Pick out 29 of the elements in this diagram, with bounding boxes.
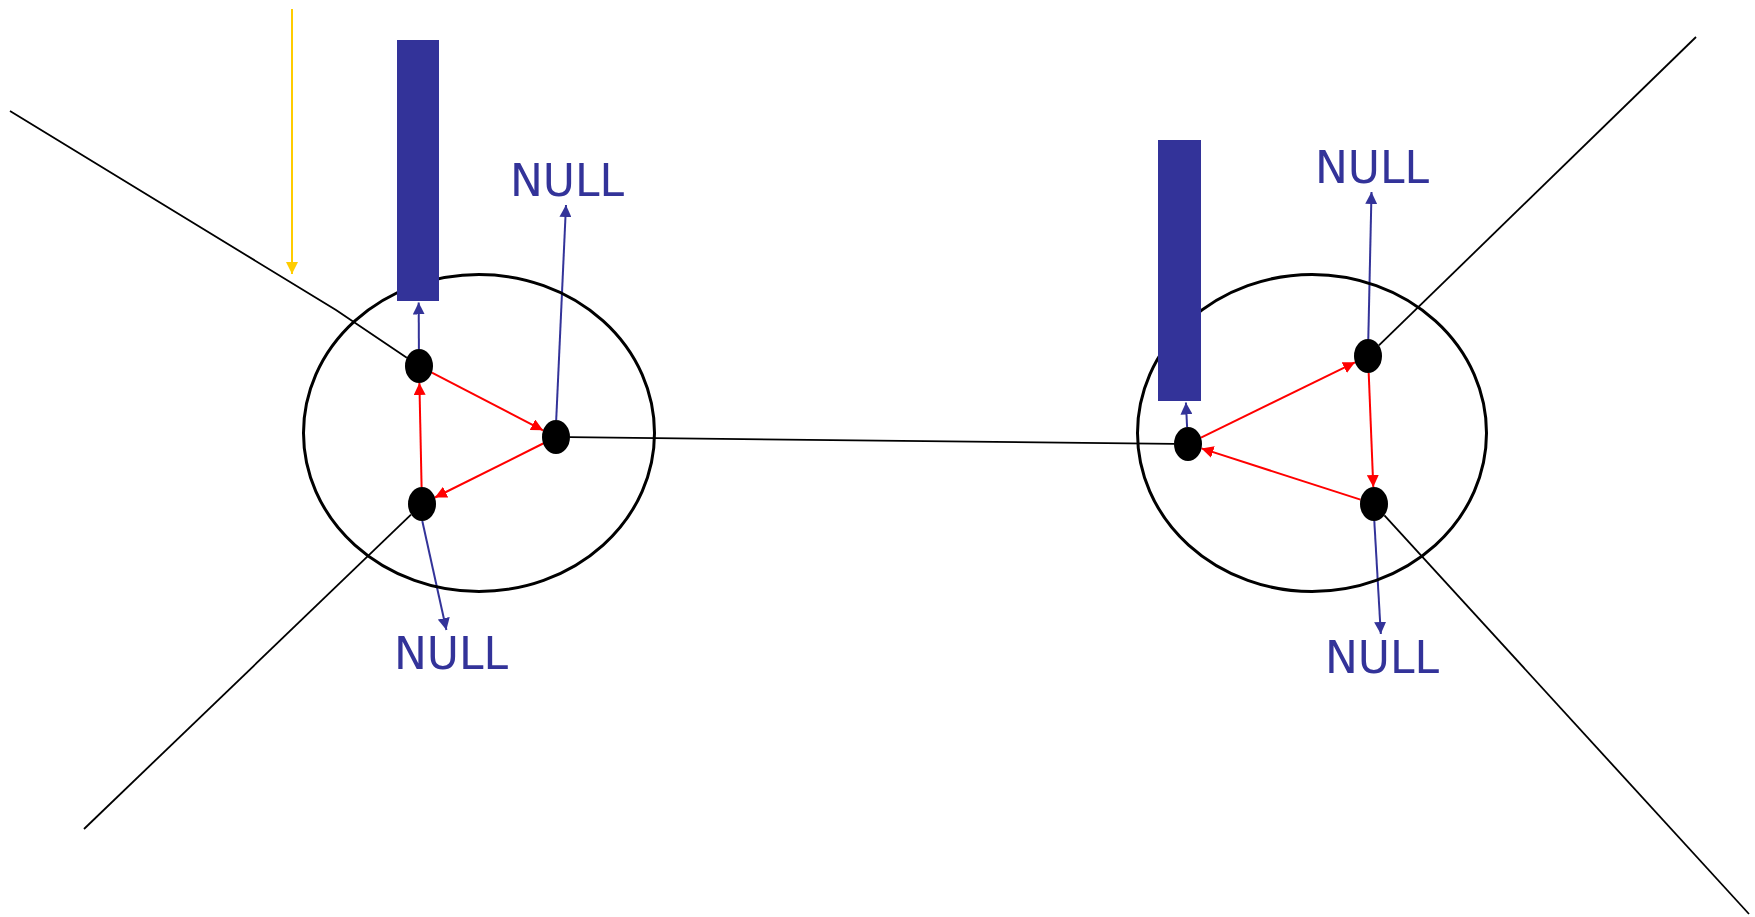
null-label: NULL [393,632,509,676]
connector-line [1378,36,1697,347]
connector-line [569,436,1175,445]
vertex-dot [1360,487,1388,521]
vertical-bar [397,39,439,301]
arrow [1200,446,1362,501]
null-label: NULL [1324,636,1440,680]
connector-line [83,513,412,830]
vertex-dot [408,487,436,521]
arrow [413,382,426,488]
arrow [1180,401,1193,428]
vertex-dot [1354,339,1382,373]
arrow [1365,191,1378,340]
arrow [1373,520,1387,635]
vertex-dot [405,349,433,383]
null-label: NULL [509,159,625,203]
vertex-dot [542,420,570,454]
arrow [412,301,425,350]
arrow [430,371,545,432]
arrow [555,204,572,421]
vertical-bar [1157,139,1201,401]
vertex-dot [1174,427,1202,461]
arrow [1200,361,1356,439]
connector-line [9,110,408,359]
connector-line [1383,514,1750,915]
arrow [1366,372,1379,488]
arrow [433,442,545,499]
arrow [421,520,450,631]
null-label: NULL [1314,146,1430,190]
